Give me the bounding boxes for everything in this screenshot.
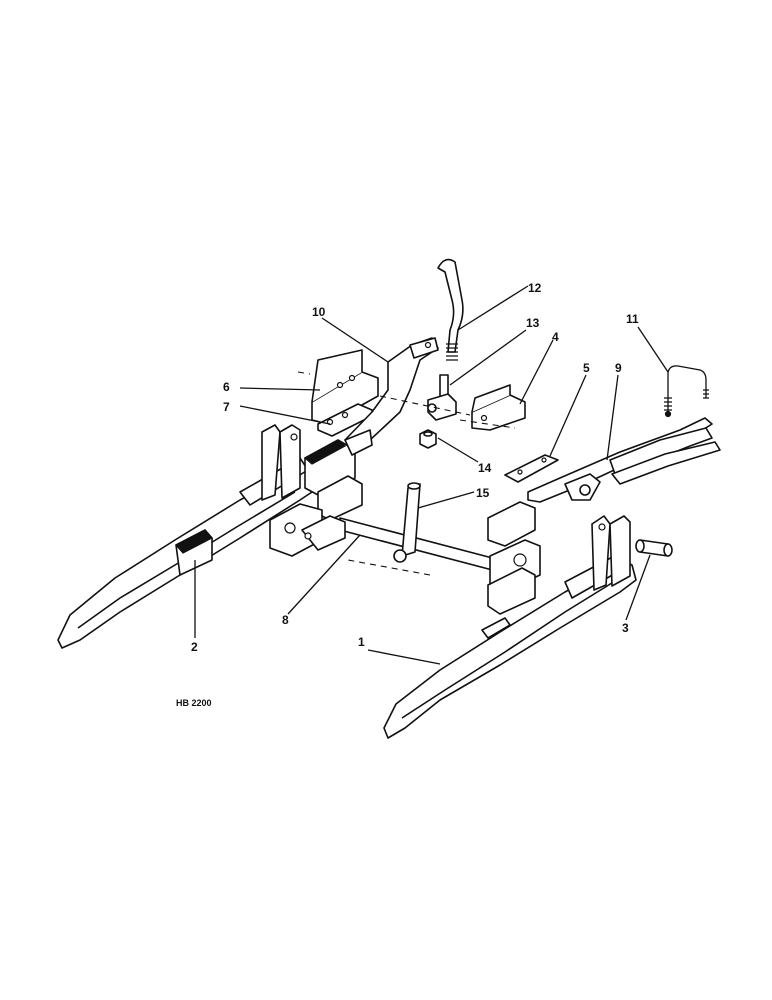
right-skid-runner <box>383 515 637 739</box>
right-pivot-brackets <box>487 501 541 615</box>
spacer-strip <box>504 454 559 483</box>
mounting-plate <box>311 349 379 425</box>
callout-11: 11 <box>626 312 639 326</box>
drawing-reference: HB 2200 <box>176 698 212 708</box>
left-hanger-arm <box>344 337 439 456</box>
callout-3: 3 <box>622 621 629 635</box>
lift-lever-arm <box>393 482 421 563</box>
callout-10: 10 <box>312 305 326 319</box>
nut <box>419 429 437 449</box>
alignment-line-upper <box>297 371 311 375</box>
trunnion-nut <box>427 374 457 421</box>
callout-6: 6 <box>223 380 230 394</box>
callout-8: 8 <box>282 613 289 627</box>
callout-numbers: 1 2 3 4 5 6 7 8 9 10 11 12 13 14 15 <box>191 281 639 654</box>
callout-1: 1 <box>358 635 365 649</box>
left-pivot-brackets <box>269 439 363 557</box>
callout-4: 4 <box>552 330 559 344</box>
callout-13: 13 <box>526 316 540 330</box>
callout-12: 12 <box>528 281 542 295</box>
adjusting-crank <box>437 258 464 361</box>
alignment-line-center <box>379 395 471 416</box>
left-skid-runner <box>57 424 319 649</box>
clamp-bracket <box>459 384 526 431</box>
pin <box>635 539 673 557</box>
leader-lines <box>194 285 669 665</box>
right-hanger-arm <box>527 417 721 503</box>
callout-14: 14 <box>478 461 492 475</box>
callout-7: 7 <box>223 400 230 414</box>
callout-15: 15 <box>476 486 490 500</box>
callout-2: 2 <box>191 640 198 654</box>
callout-5: 5 <box>583 361 590 375</box>
u-bolt <box>664 365 709 418</box>
callout-9: 9 <box>615 361 622 375</box>
